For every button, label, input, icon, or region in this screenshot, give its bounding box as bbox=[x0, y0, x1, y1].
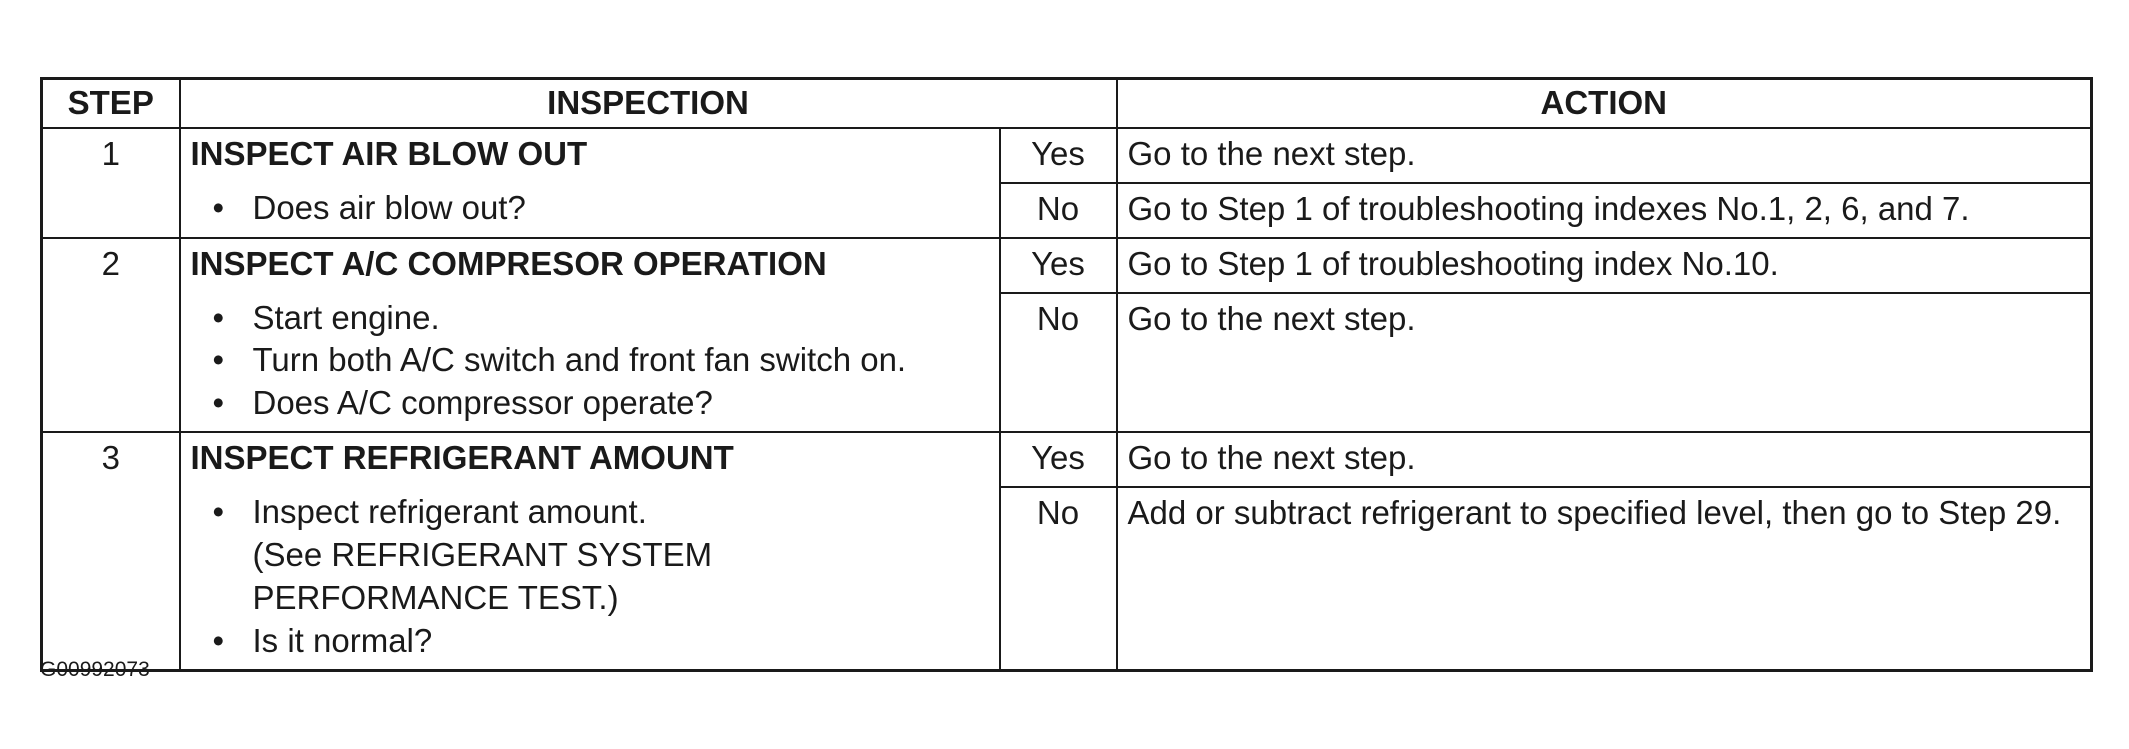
answer-no: No bbox=[998, 486, 1118, 672]
header-row: STEP INSPECTION ACTION bbox=[40, 77, 2093, 129]
table-row: •Does air blow out? No Go to Step 1 of t… bbox=[42, 181, 2093, 239]
inspection-checks: •Inspect refrigerant amount.(See REFRIGE… bbox=[178, 487, 1001, 672]
answer-yes: Yes bbox=[998, 431, 1118, 489]
table-row: •Start engine. •Turn both A/C switch and… bbox=[42, 291, 2093, 434]
step-number: 1 bbox=[40, 126, 181, 239]
action-no: Add or subtract refrigerant to specified… bbox=[1115, 486, 2093, 672]
action-yes: Go to the next step. bbox=[1115, 126, 2093, 184]
table-row: 1 INSPECT AIR BLOW OUT Yes Go to the nex… bbox=[40, 126, 2093, 239]
answer-yes: Yes bbox=[998, 126, 1118, 184]
header-step: STEP bbox=[40, 77, 181, 129]
bullet-icon: • bbox=[212, 188, 225, 226]
step-title: INSPECT REFRIGERANT AMOUNT bbox=[178, 431, 1001, 488]
list-item: •Does air blow out? bbox=[191, 187, 989, 230]
list-item: •Turn both A/C switch and front fan swit… bbox=[191, 339, 989, 382]
answer-no: No bbox=[998, 291, 1118, 434]
action-yes: Go to the next step. bbox=[1115, 431, 2093, 489]
step-title: INSPECT AIR BLOW OUT bbox=[178, 126, 1001, 183]
answer-no: No bbox=[998, 181, 1118, 239]
figure-id: G00992073 bbox=[40, 658, 150, 681]
table-row: •Inspect refrigerant amount.(See REFRIGE… bbox=[42, 486, 2093, 672]
table-row: 3 INSPECT REFRIGERANT AMOUNT Yes Go to t… bbox=[40, 431, 2093, 672]
bullet-icon: • bbox=[212, 493, 225, 531]
header-action: ACTION bbox=[1115, 77, 2093, 129]
header-inspection: INSPECTION bbox=[178, 77, 1118, 129]
action-yes: Go to Step 1 of troubleshooting index No… bbox=[1115, 236, 2093, 294]
list-item: •Is it normal? bbox=[191, 620, 989, 663]
action-no: Go to the next step. bbox=[1115, 291, 2093, 434]
troubleshooting-table: STEP INSPECTION ACTION 1 INSPECT AIR BLO… bbox=[40, 77, 2094, 672]
bullet-icon: • bbox=[212, 621, 225, 659]
step-title: INSPECT A/C COMPRESOR OPERATION bbox=[178, 236, 1001, 293]
answer-yes: Yes bbox=[998, 236, 1118, 294]
list-item: •Start engine. bbox=[191, 297, 989, 340]
step-number: 3 bbox=[40, 431, 181, 672]
bullet-icon: • bbox=[212, 298, 225, 336]
inspection-checks: •Start engine. •Turn both A/C switch and… bbox=[178, 292, 1001, 434]
table-row: 2 INSPECT A/C COMPRESOR OPERATION Yes Go… bbox=[40, 236, 2093, 434]
list-item: •Inspect refrigerant amount.(See REFRIGE… bbox=[212, 493, 713, 616]
action-no: Go to Step 1 of troubleshooting indexes … bbox=[1115, 181, 2093, 239]
list-item: •Does A/C compressor operate? bbox=[191, 382, 989, 425]
bullet-icon: • bbox=[212, 341, 225, 379]
troubleshooting-sheet: STEP INSPECTION ACTION 1 INSPECT AIR BLO… bbox=[40, 77, 2094, 672]
step-number: 2 bbox=[40, 236, 181, 434]
inspection-checks: •Does air blow out? bbox=[178, 182, 1001, 239]
bullet-icon: • bbox=[212, 384, 225, 422]
